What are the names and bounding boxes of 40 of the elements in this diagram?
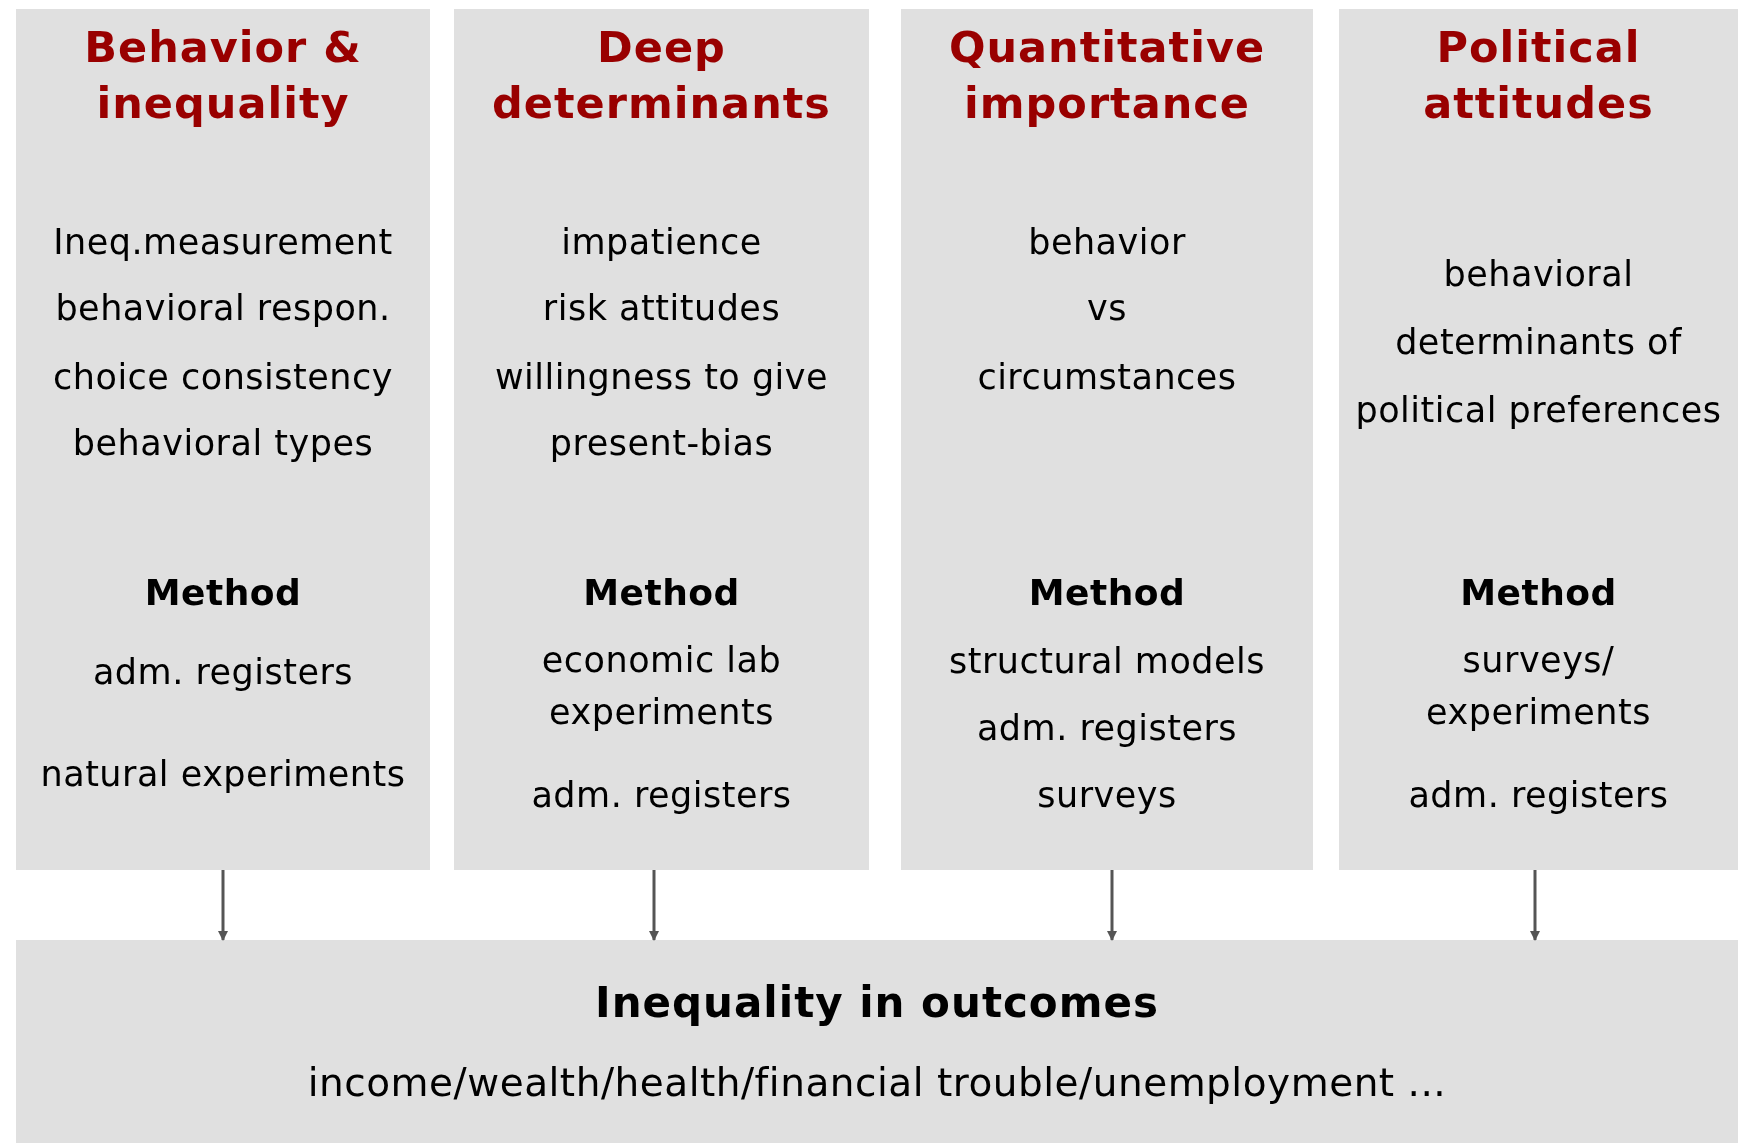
column-heading: Deep determinants: [491, 21, 832, 130]
topic-item: behavior: [1027, 221, 1187, 264]
topic-item: behavioral respon.: [54, 287, 392, 330]
column-panel: [16, 9, 430, 870]
column-heading: Quantitative importance: [947, 21, 1267, 130]
method-item: structural models: [947, 640, 1267, 683]
method-item: adm. registers: [975, 707, 1239, 750]
topic-item: present-bias: [548, 422, 775, 465]
method-item: adm. registers: [530, 774, 793, 817]
topic-item: choice consistency: [52, 356, 394, 399]
topic-item: risk attitudes: [541, 287, 782, 330]
outcome-title: Inequality in outcomes: [594, 978, 1160, 1028]
method-item: natural experiments: [39, 753, 407, 796]
method-heading: Method: [143, 571, 303, 615]
topic-item: circumstances: [976, 356, 1238, 399]
method-item: surveys: [1036, 774, 1178, 817]
arrow: [1107, 870, 1117, 941]
arrow: [218, 870, 228, 941]
column-heading: Political attitudes: [1422, 21, 1655, 130]
method-item: adm. registers: [91, 651, 355, 694]
method-heading: Method: [1027, 571, 1187, 615]
method-item: surveys/ experiments: [1425, 639, 1652, 734]
topic-item: impatience: [560, 221, 763, 264]
column-panel: [1339, 9, 1738, 870]
column-heading: Behavior & inequality: [83, 21, 363, 130]
topic-item: behavioral types: [71, 422, 375, 465]
topic-item: vs: [1086, 287, 1128, 330]
outcome-panel: [16, 940, 1738, 1143]
arrow: [649, 870, 659, 941]
method-heading: Method: [1459, 571, 1618, 615]
method-item: adm. registers: [1407, 774, 1670, 817]
arrow: [1530, 870, 1540, 941]
column-panel: [901, 9, 1313, 870]
column-panel: [454, 9, 869, 870]
topic-item: Ineq.measurement: [52, 221, 394, 264]
topic-text: behavioral determinants of political preferences: [1354, 253, 1723, 432]
topic-item: willingness to give: [493, 356, 830, 399]
method-item: economic lab experiments: [540, 639, 783, 734]
method-heading: Method: [582, 571, 741, 615]
outcome-list: income/wealth/health/financial trouble/unemployment ...: [24, 1058, 1730, 1108]
